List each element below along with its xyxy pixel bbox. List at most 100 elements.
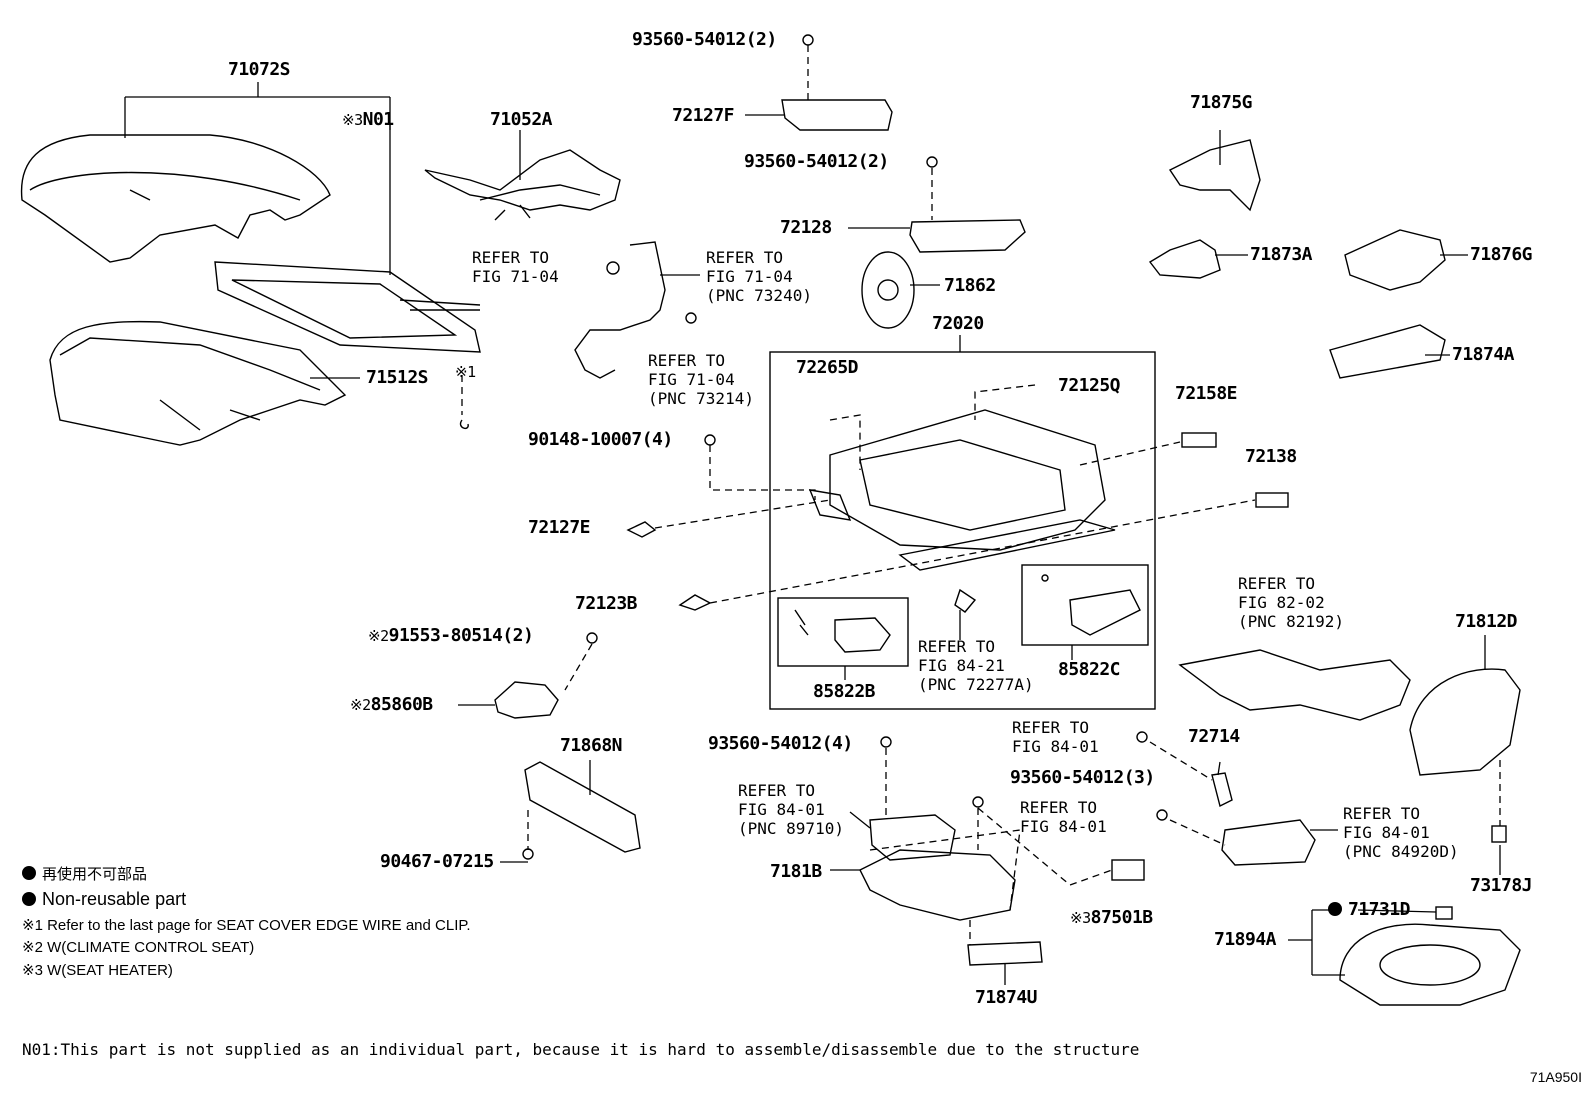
note-mark: ※1 (455, 363, 476, 381)
part-label-85860B[interactable]: ※285860B (350, 695, 433, 715)
part-label-87501B[interactable]: ※387501B (1070, 908, 1153, 928)
ref-line: (PNC 72277A) (918, 675, 1034, 694)
bracket-71873A-drawing (1148, 239, 1221, 279)
motor-85822B-drawing (794, 609, 891, 653)
part-label-91553[interactable]: ※291553-80514(2) (368, 626, 534, 646)
part-label-71072S[interactable]: 71072S (228, 59, 291, 80)
note-mark: ※3 (1070, 909, 1091, 927)
bracket-71876G-drawing (1344, 229, 1446, 291)
wire-frame-drawing (424, 149, 621, 221)
part-label-N01[interactable]: ※3N01 (342, 110, 394, 130)
note-mark: ※2 (368, 627, 389, 645)
part-label-71731D[interactable]: 71731D (1328, 900, 1411, 920)
refer-fig-84-01-a[interactable]: REFER TO FIG 84-01 (1012, 718, 1099, 756)
cover-72127F-drawing (781, 99, 893, 131)
refer-fig-71-04-c[interactable]: REFER TO FIG 71-04 (PNC 73214) (648, 351, 754, 408)
seat-heater-drawing (214, 261, 481, 353)
part-label-72128[interactable]: 72128 (780, 217, 832, 238)
ref-line: FIG 84-01 (1012, 737, 1099, 756)
part-label-72020[interactable]: 72020 (932, 313, 984, 334)
ref-line: REFER TO (1012, 718, 1090, 737)
clip-72123B-drawing (678, 594, 712, 611)
part-label-71862[interactable]: 71862 (944, 275, 996, 296)
refer-fig-84-01-b[interactable]: REFER TO FIG 84-01 (PNC 89710) (738, 781, 844, 838)
part-label-90148[interactable]: 90148-10007(4) (528, 429, 673, 450)
part-label-93560-mid[interactable]: 93560-54012(2) (744, 151, 889, 172)
frame-82192-drawing (1178, 649, 1411, 721)
ref-line: FIG 84-01 (738, 800, 825, 819)
part-label-71812D[interactable]: 71812D (1455, 611, 1518, 632)
part-label-72123B[interactable]: 72123B (575, 593, 638, 614)
footnote-n01: N01:This part is not supplied as an indi… (22, 1040, 1140, 1059)
clip-72158E-drawing (1181, 432, 1217, 448)
part-number: N01 (362, 109, 395, 130)
non-reusable-dot-icon (22, 866, 36, 880)
rail-71874U-drawing (967, 941, 1043, 966)
refer-fig-71-04-b[interactable]: REFER TO FIG 71-04 (PNC 73240) (706, 248, 812, 305)
ref-line: FIG 84-21 (918, 656, 1005, 675)
non-reusable-dot-icon (1328, 902, 1342, 916)
motor-box-85822C (1021, 564, 1149, 646)
ref-line: REFER TO (472, 248, 550, 267)
refer-fig-71-04-a[interactable]: REFER TO FIG 71-04 (472, 248, 559, 286)
part-label-72158E[interactable]: 72158E (1175, 383, 1238, 404)
part-label-71876G[interactable]: 71876G (1470, 244, 1533, 265)
part-label-73178J[interactable]: 73178J (1470, 875, 1533, 896)
seat-adjuster-drawing (808, 409, 1116, 613)
refer-fig-82-02[interactable]: REFER TO FIG 82-02 (PNC 82192) (1238, 574, 1344, 631)
part-label-85822B[interactable]: 85822B (813, 681, 876, 702)
ref-line: REFER TO (648, 351, 726, 370)
ref-line: REFER TO (918, 637, 996, 656)
cover-71862-drawing (861, 251, 915, 329)
part-label-72127F[interactable]: 72127F (672, 105, 735, 126)
part-label-71052A[interactable]: 71052A (490, 109, 553, 130)
bracket-71875G-drawing (1168, 139, 1261, 212)
ecu-89710-drawing (869, 814, 956, 861)
legend-en-text: Non-reusable part (42, 889, 187, 909)
part-label-72127E[interactable]: 72127E (528, 517, 591, 538)
motor-85822C-drawing (1041, 574, 1141, 636)
part-label-71874A[interactable]: 71874A (1452, 344, 1515, 365)
part-label-71875G[interactable]: 71875G (1190, 92, 1253, 113)
sensor-85860B-drawing (494, 681, 559, 719)
part-label-7181B[interactable]: 7181B (770, 861, 822, 882)
part-label-71873A[interactable]: 71873A (1250, 244, 1313, 265)
ref-line: (PNC 73214) (648, 389, 754, 408)
part-label-72265D[interactable]: 72265D (796, 357, 859, 378)
part-label-71868N[interactable]: 71868N (560, 735, 623, 756)
ref-line: REFER TO (1343, 804, 1421, 823)
seat-cover-drawing (20, 134, 331, 263)
switch-84920D-drawing (1221, 819, 1316, 866)
ref-line: FIG 71-04 (472, 267, 559, 286)
ref-line: FIG 84-01 (1343, 823, 1430, 842)
part-label-93560-3[interactable]: 93560-54012(3) (1010, 767, 1155, 788)
clip-72138-drawing (1255, 492, 1289, 508)
ref-line: FIG 84-01 (1020, 817, 1107, 836)
ref-line: (PNC 84920D) (1343, 842, 1459, 861)
side-trim-71812D-drawing (1409, 668, 1521, 776)
refer-fig-84-01-d[interactable]: REFER TO FIG 84-01 (PNC 84920D) (1343, 804, 1459, 861)
part-label-72125Q[interactable]: 72125Q (1058, 375, 1121, 396)
legend-jp-text: 再使用不可部品 (42, 866, 148, 883)
refer-fig-84-01-c[interactable]: REFER TO FIG 84-01 (1020, 798, 1107, 836)
part-label-85822C[interactable]: 85822C (1058, 659, 1121, 680)
ref-line: REFER TO (1020, 798, 1098, 817)
part-label-71894A[interactable]: 71894A (1214, 929, 1277, 950)
ref-line: FIG 82-02 (1238, 593, 1325, 612)
part-label-90467[interactable]: 90467-07215 (380, 851, 494, 872)
part-label-72714[interactable]: 72714 (1188, 726, 1240, 747)
part-label-72138[interactable]: 72138 (1245, 446, 1297, 467)
refer-fig-84-21[interactable]: REFER TO FIG 84-21 (PNC 72277A) (918, 637, 1034, 694)
clip-71731D-drawing (1435, 906, 1453, 920)
part-label-71874U[interactable]: 71874U (975, 987, 1038, 1008)
part-label-71512S[interactable]: 71512S (366, 367, 429, 388)
ref-line: (PNC 73240) (706, 286, 812, 305)
trim-71894A-drawing (1339, 923, 1521, 1006)
ref-line: REFER TO (1238, 574, 1316, 593)
ref-line: FIG 71-04 (706, 267, 793, 286)
part-label-93560-top[interactable]: 93560-54012(2) (632, 29, 777, 50)
legend-note-1: ※1 Refer to the last page for SEAT COVER… (22, 917, 471, 934)
ref-line: FIG 71-04 (648, 370, 735, 389)
ref-line: (PNC 89710) (738, 819, 844, 838)
part-label-93560-4[interactable]: 93560-54012(4) (708, 733, 853, 754)
